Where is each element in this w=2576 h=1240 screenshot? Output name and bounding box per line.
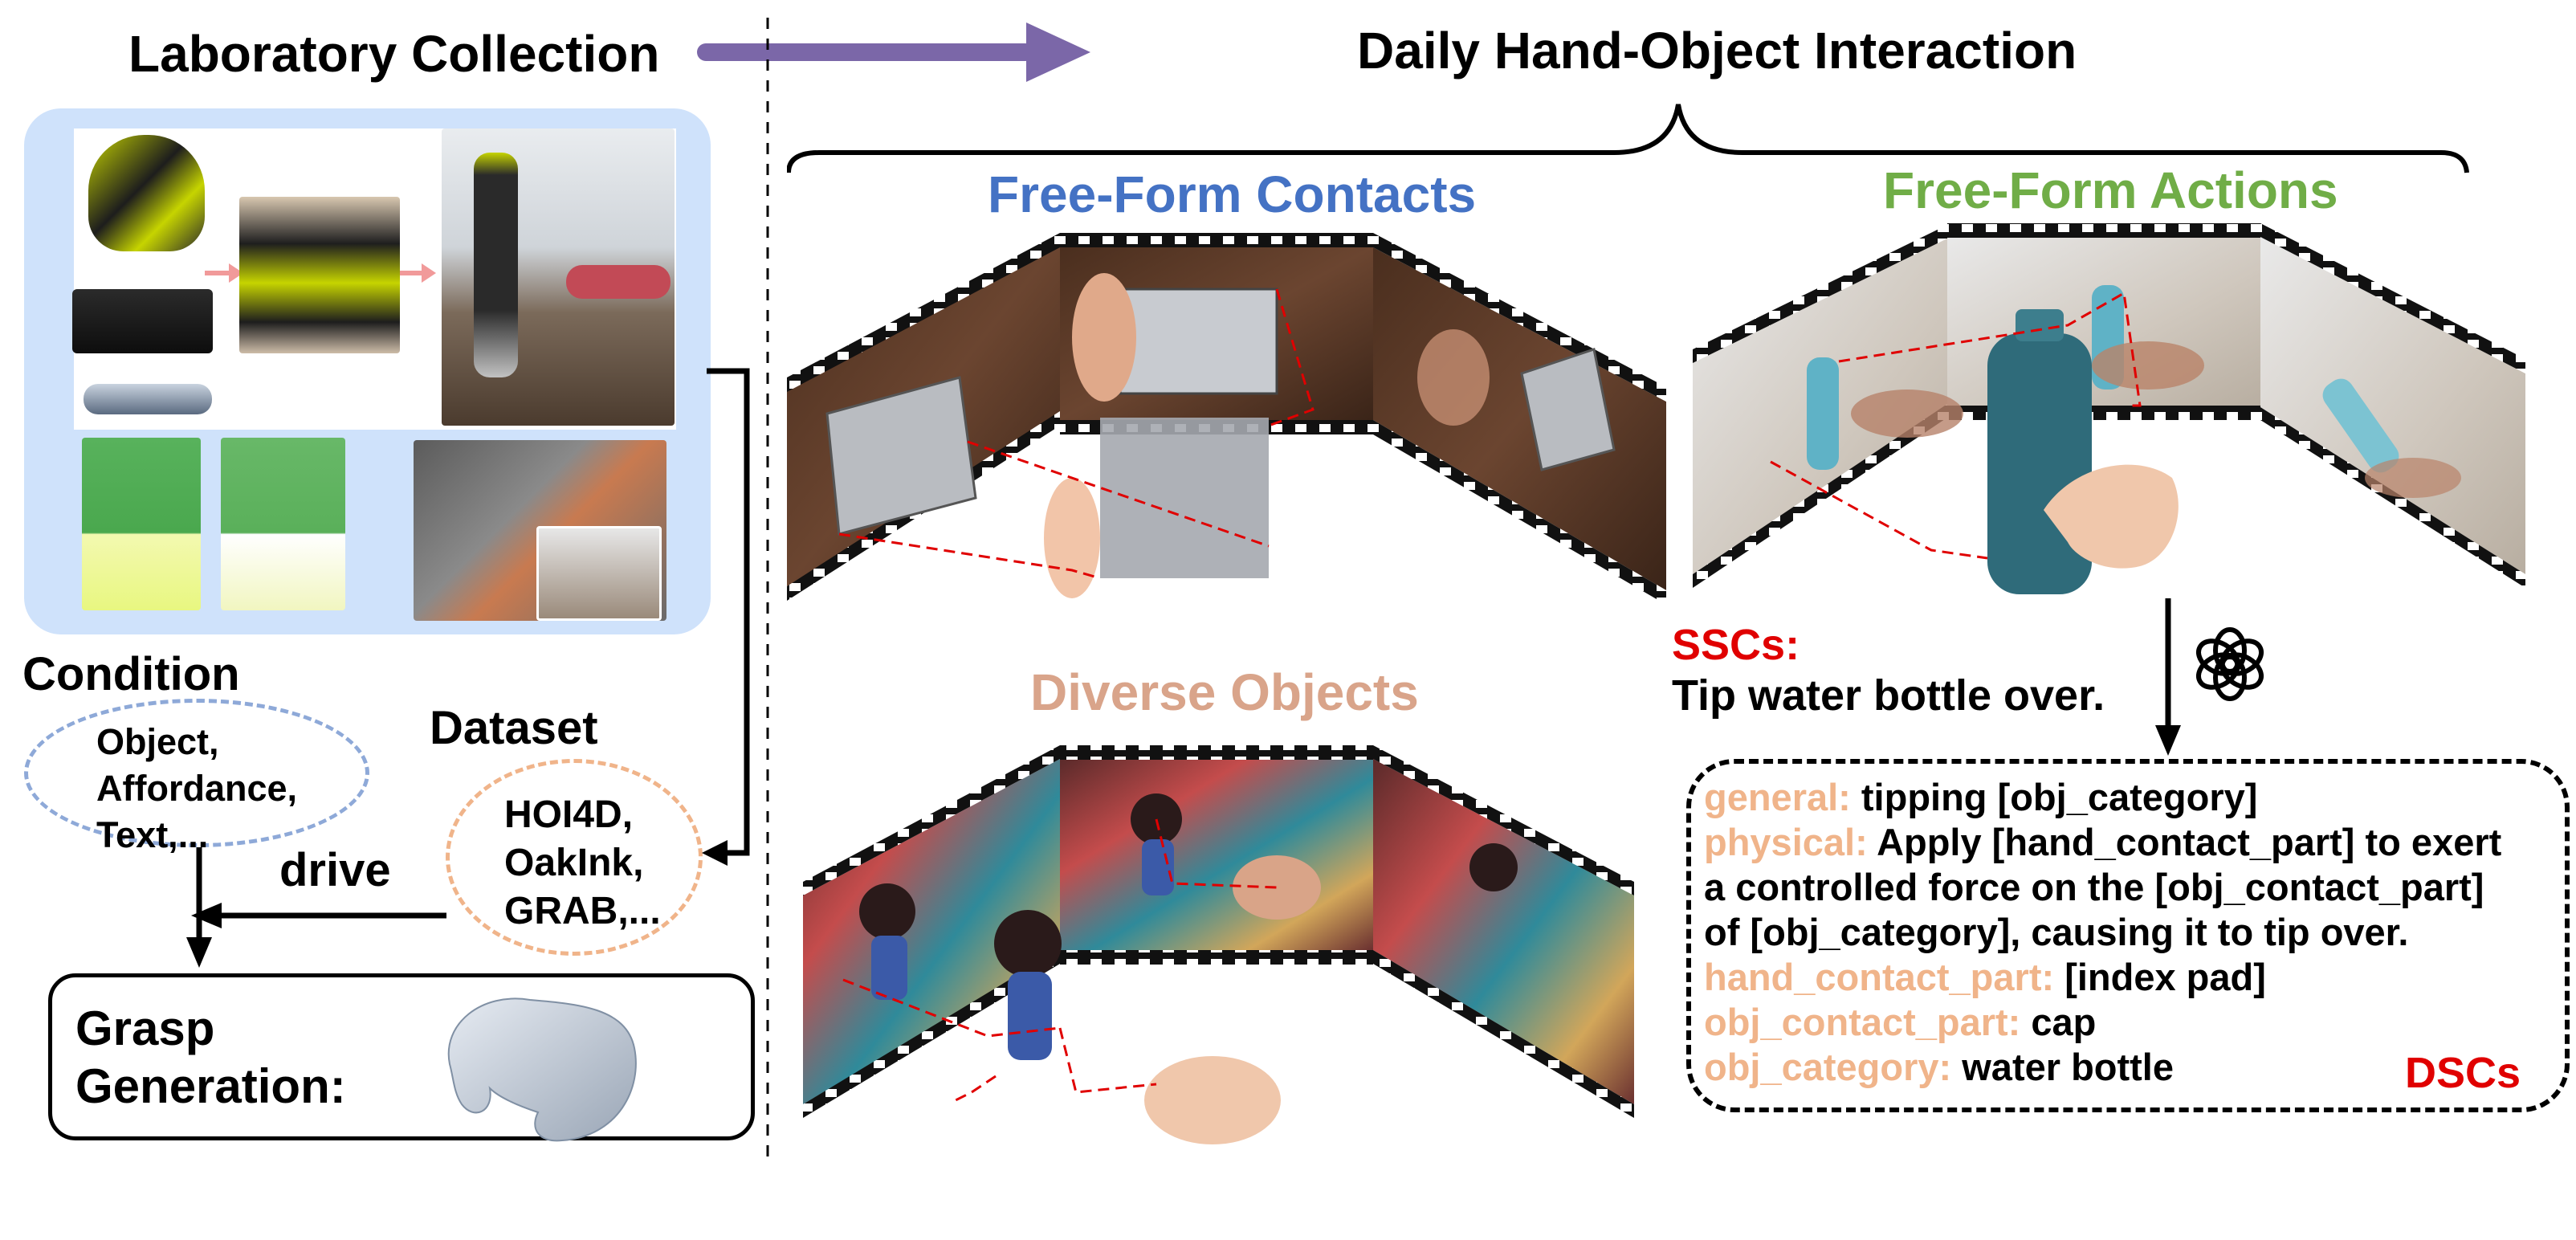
- dataset-items: HOI4D, OakInk, GRAB,...: [504, 791, 661, 936]
- camera-image: [84, 384, 212, 414]
- actions-filmstrip: [1690, 221, 2529, 606]
- arrow-right-icon: [697, 22, 1090, 82]
- condition-item: Object,: [96, 721, 219, 762]
- dsc-line: physical: Apply [hand_contact_part] to e…: [1704, 821, 2502, 863]
- ssc-label: SSCs:: [1672, 621, 1800, 669]
- contacts-filmstrip: [783, 233, 1670, 610]
- dataset-item: OakInk,: [504, 842, 644, 884]
- grasp-line-1: Grasp: [75, 1001, 215, 1055]
- dataset-item: GRAB,...: [504, 890, 661, 932]
- condition-item: Affordance,: [96, 768, 298, 809]
- arrow-right-icon: [397, 263, 436, 283]
- grasp-label: Grasp Generation:: [75, 1000, 346, 1116]
- dsc-box: [1686, 759, 2570, 1112]
- dsc-line: general: tipping [obj_category]: [1704, 776, 2258, 818]
- condition-arrow: [186, 847, 212, 968]
- grasp-line-2: Generation:: [75, 1059, 346, 1113]
- grasp-generation-box: [48, 973, 755, 1140]
- condition-oval: [24, 699, 369, 847]
- helmet-with-sensor-image: [239, 197, 400, 353]
- ssc-text: Tip water bottle over.: [1672, 671, 2105, 720]
- objects-title: Diverse Objects: [1030, 663, 1419, 721]
- dsc-lines: general: tipping [obj_category] physical…: [1704, 775, 2501, 1090]
- condition-items: Object, Affordance, Text,...: [96, 719, 297, 859]
- dsc-line: obj_category: water bottle: [1704, 1046, 2175, 1088]
- depth-sensor-image: [72, 289, 213, 353]
- section-divider: [766, 18, 769, 1158]
- spray-hand-image-1: [82, 438, 201, 610]
- daily-interaction-title: Daily Hand-Object Interaction: [1357, 22, 2077, 80]
- spray-hand-image-2: [221, 438, 345, 610]
- section-brace: [787, 104, 2469, 173]
- dsc-line: a controlled force on the [obj_contact_p…: [1704, 866, 2484, 908]
- lab-collection-title: Laboratory Collection: [128, 25, 660, 83]
- dsc-line: of [obj_category], causing it to tip ove…: [1704, 911, 2409, 953]
- bottle-grab-inset-image: [536, 526, 662, 621]
- ssc-to-dsc-arrow: [2155, 598, 2181, 756]
- actions-title: Free-Form Actions: [1883, 161, 2338, 219]
- dataset-item: HOI4D,: [504, 793, 634, 836]
- dsc-line: obj_contact_part: cap: [1704, 1001, 2097, 1043]
- dsc-label: DSCs: [2405, 1049, 2521, 1097]
- toy-car-image: [566, 265, 670, 299]
- condition-item: Text,...: [96, 814, 209, 855]
- condition-label: Condition: [22, 648, 240, 700]
- arrow-right-icon: [205, 263, 243, 283]
- person-figure: [474, 153, 518, 377]
- connector-arrow: [702, 368, 750, 866]
- hand-icon: [447, 997, 637, 1142]
- contacts-title: Free-Form Contacts: [988, 165, 1477, 223]
- dataset-label: Dataset: [430, 702, 598, 754]
- dataset-oval: [446, 759, 703, 956]
- drive-arrow: [191, 903, 446, 928]
- drive-label: drive: [279, 844, 391, 896]
- dsc-line: hand_contact_part: [index pad]: [1704, 956, 2266, 998]
- helmet-image: [88, 135, 205, 251]
- openai-logo-icon: [2196, 627, 2264, 701]
- objects-filmstrip: [795, 739, 1642, 1156]
